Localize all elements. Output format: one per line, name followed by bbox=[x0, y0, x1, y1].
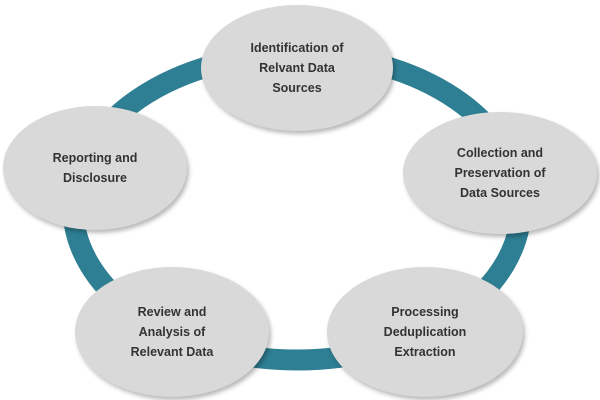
node-identification: Identification of Relvant Data Sources bbox=[201, 5, 393, 131]
node-collection-preservation: Collection and Preservation of Data Sour… bbox=[403, 112, 597, 234]
node-review-analysis: Review and Analysis of Relevant Data bbox=[75, 267, 269, 397]
node-processing: Processing Deduplication Extraction bbox=[327, 267, 523, 397]
node-review-analysis-label: Review and Analysis of Relevant Data bbox=[130, 305, 214, 359]
node-reporting-disclosure-label: Reporting and Disclosure bbox=[52, 151, 138, 185]
node-reporting-disclosure: Reporting and Disclosure bbox=[3, 106, 187, 230]
node-processing-label: Processing Deduplication Extraction bbox=[383, 305, 467, 359]
node-collection-preservation-label: Collection and Preservation of Data Sour… bbox=[454, 146, 546, 200]
node-identification-label: Identification of Relvant Data Sources bbox=[250, 41, 344, 95]
